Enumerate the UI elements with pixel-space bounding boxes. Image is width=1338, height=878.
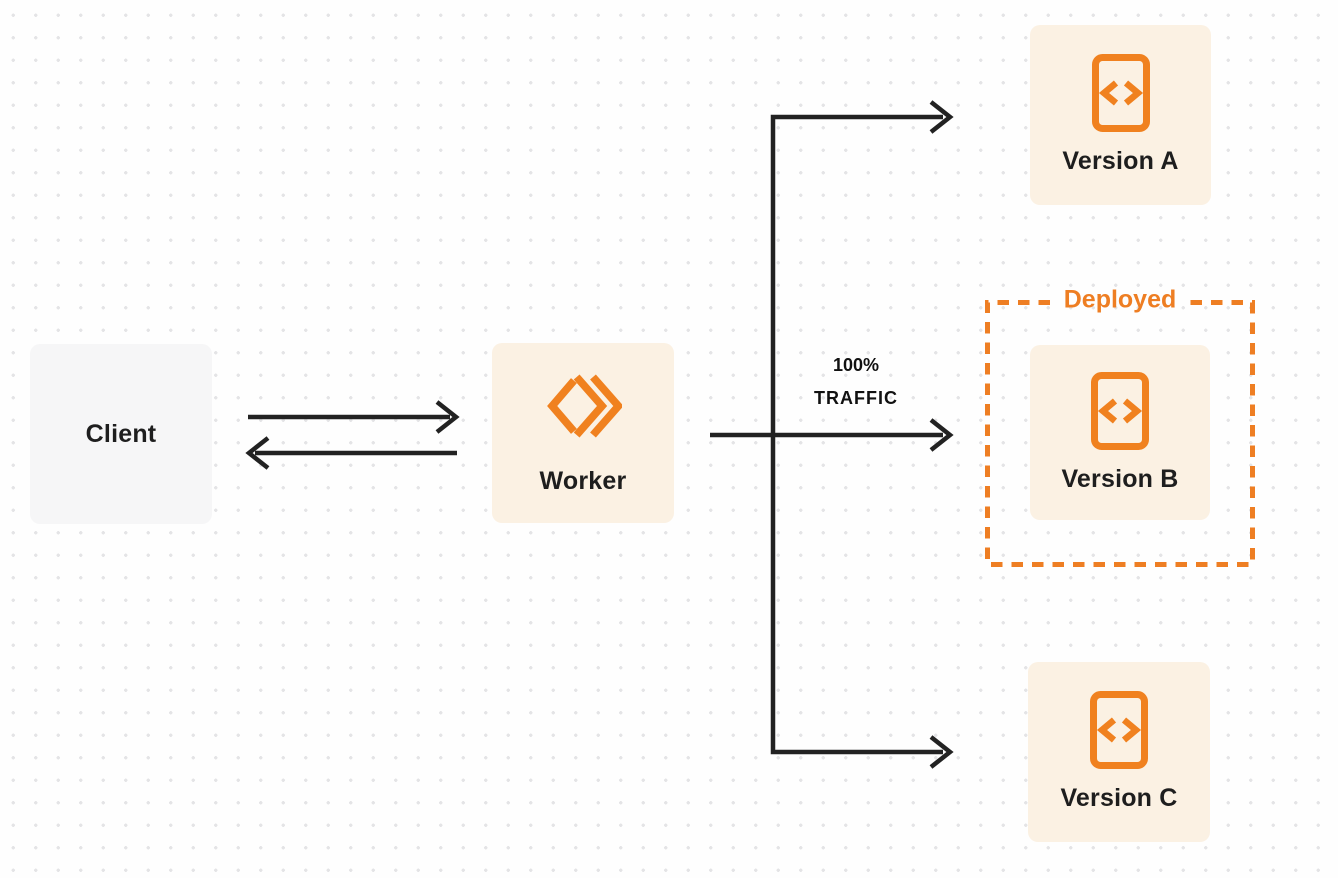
- version-b-label: Version B: [1061, 464, 1179, 493]
- deployed-dashed-border: [985, 300, 1255, 567]
- worker-label: Worker: [539, 466, 627, 495]
- arrowhead-right-icon: [435, 400, 460, 434]
- arrowhead-version-c-icon: [929, 735, 954, 769]
- arrowhead-version-b-icon: [929, 418, 954, 452]
- client-node: Client: [30, 344, 212, 524]
- client-label: Client: [85, 419, 157, 448]
- code-file-icon: [1091, 54, 1150, 132]
- traffic-word: TRAFFIC: [814, 388, 898, 408]
- code-file-icon: [1090, 691, 1148, 769]
- code-file-icon: [1091, 371, 1149, 450]
- traffic-percent: 100%: [832, 355, 880, 375]
- worker-node: Worker: [492, 343, 674, 523]
- version-c-node: Version C: [1028, 662, 1210, 842]
- arrowhead-left-icon: [245, 436, 270, 470]
- deployed-boundary: Deployed: [985, 286, 1255, 567]
- traffic-label: 100% TRAFFIC: [786, 349, 926, 415]
- cloudflare-workers-icon: [544, 371, 624, 441]
- version-a-label: Version A: [1062, 147, 1179, 175]
- version-a-node: Version A: [1030, 25, 1211, 205]
- version-c-label: Version C: [1060, 784, 1178, 812]
- version-b-node: Version B: [1030, 345, 1210, 520]
- arrowhead-version-a-icon: [929, 100, 954, 134]
- edge-branch-trunk: [770, 114, 943, 755]
- deployed-label: Deployed: [1063, 285, 1177, 314]
